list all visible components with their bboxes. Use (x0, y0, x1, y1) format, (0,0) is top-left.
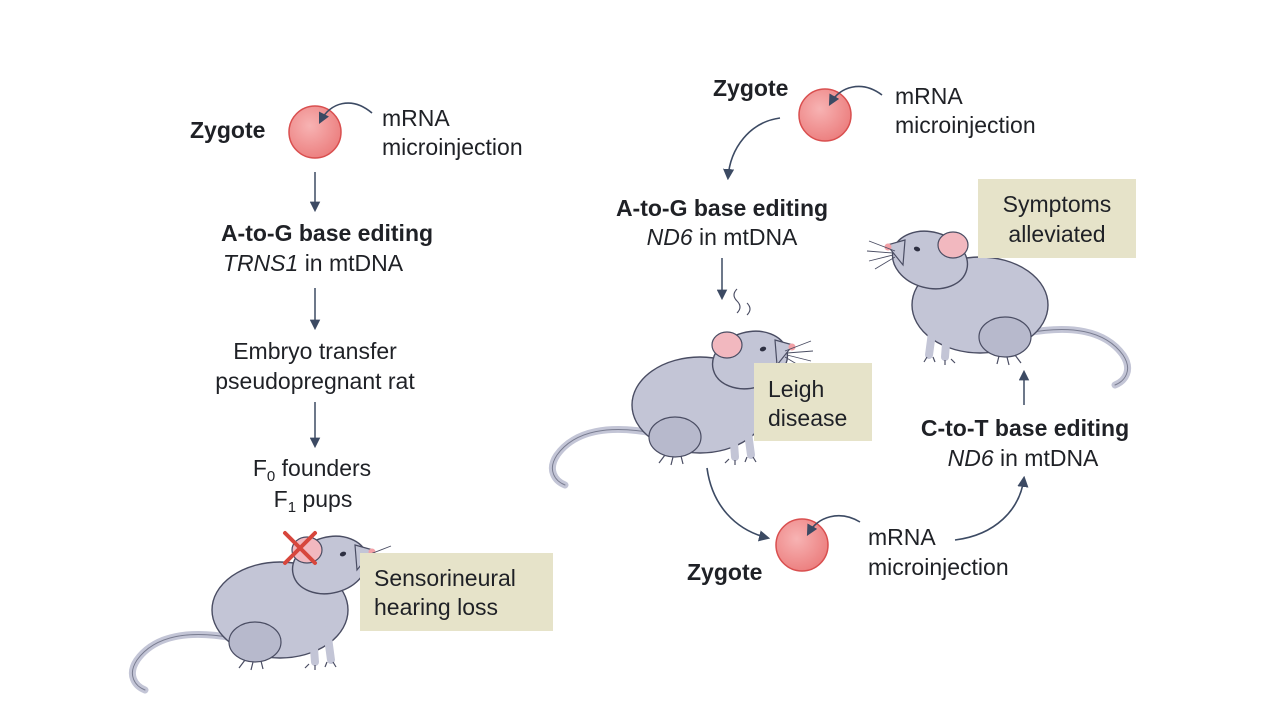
right-step2-title: C-to-T base editing (920, 415, 1130, 441)
right-zygote-bottom-label: Zygote (687, 559, 763, 585)
left-outcome-line1: Sensorineural (374, 565, 516, 591)
right-step1-gene: ND6 (646, 224, 693, 250)
left-zygote-label: Zygote (190, 117, 266, 143)
left-f1-sub: 1 (287, 499, 297, 516)
red-x-icon (283, 531, 317, 565)
right-outcome-line1: Symptoms (1002, 191, 1112, 217)
right-injection-top-1: mRNA (895, 83, 963, 109)
right-mouse-leigh-icon (552, 288, 813, 485)
left-step2-line1: Embryo transfer (233, 338, 397, 364)
right-injection-arrow-bottom (806, 514, 861, 536)
left-f0-founders: F0 founders (252, 454, 372, 485)
left-outcome-box: Sensorineural hearing loss (360, 553, 553, 631)
right-step2-suffix: in mtDNA (993, 445, 1099, 471)
right-outcome-box: Symptoms alleviated (978, 179, 1136, 258)
right-arrow-zygote-to-step1 (723, 117, 781, 181)
left-mouse-icon (132, 528, 393, 690)
left-injection-arrow (318, 102, 373, 125)
left-f1-text: pups (296, 486, 353, 512)
left-injection-label-1: mRNA (382, 105, 450, 131)
right-injection-arrow-top (828, 85, 883, 106)
left-f0-sub: 0 (266, 468, 276, 485)
right-step1-subtitle: ND6 in mtDNA (647, 223, 798, 252)
right-step1-title: A-to-G base editing (615, 195, 829, 221)
left-step1-subtitle: TRNS1 in mtDNA (223, 249, 403, 278)
left-step1-title: A-to-G base editing (220, 220, 434, 246)
right-outcome-line2: alleviated (1008, 221, 1106, 247)
left-f0-text: founders (275, 455, 372, 481)
left-f1-letter: F (273, 486, 288, 512)
right-arrow-to-step2 (954, 475, 1029, 541)
right-step2-subtitle: ND6 in mtDNA (948, 444, 1099, 473)
right-disease-line2: disease (768, 405, 848, 431)
right-arrow-mouse-to-zygote (706, 467, 771, 542)
right-step2-gene: ND6 (947, 445, 994, 471)
right-disease-line1: Leigh (768, 376, 825, 402)
right-zygote-bottom (775, 518, 829, 572)
left-zygote (288, 105, 342, 159)
left-step1-gene: TRNS1 (222, 250, 299, 276)
left-f0-letter: F (252, 455, 267, 481)
left-outcome-line2: hearing loss (374, 594, 499, 620)
left-step1-suffix: in mtDNA (298, 250, 404, 276)
right-zygote-top (798, 88, 852, 142)
left-f1-pups: F1 pups (273, 485, 353, 516)
right-disease-box: Leigh disease (754, 363, 872, 441)
right-injection-bottom-2: microinjection (868, 554, 1009, 580)
left-injection-label-2: microinjection (382, 134, 523, 160)
right-injection-bottom-1: mRNA (868, 524, 936, 550)
right-zygote-top-label: Zygote (713, 75, 789, 101)
right-injection-top-2: microinjection (895, 112, 1036, 138)
left-step2-line2: pseudopregnant rat (215, 368, 415, 394)
right-step1-suffix: in mtDNA (692, 224, 798, 250)
